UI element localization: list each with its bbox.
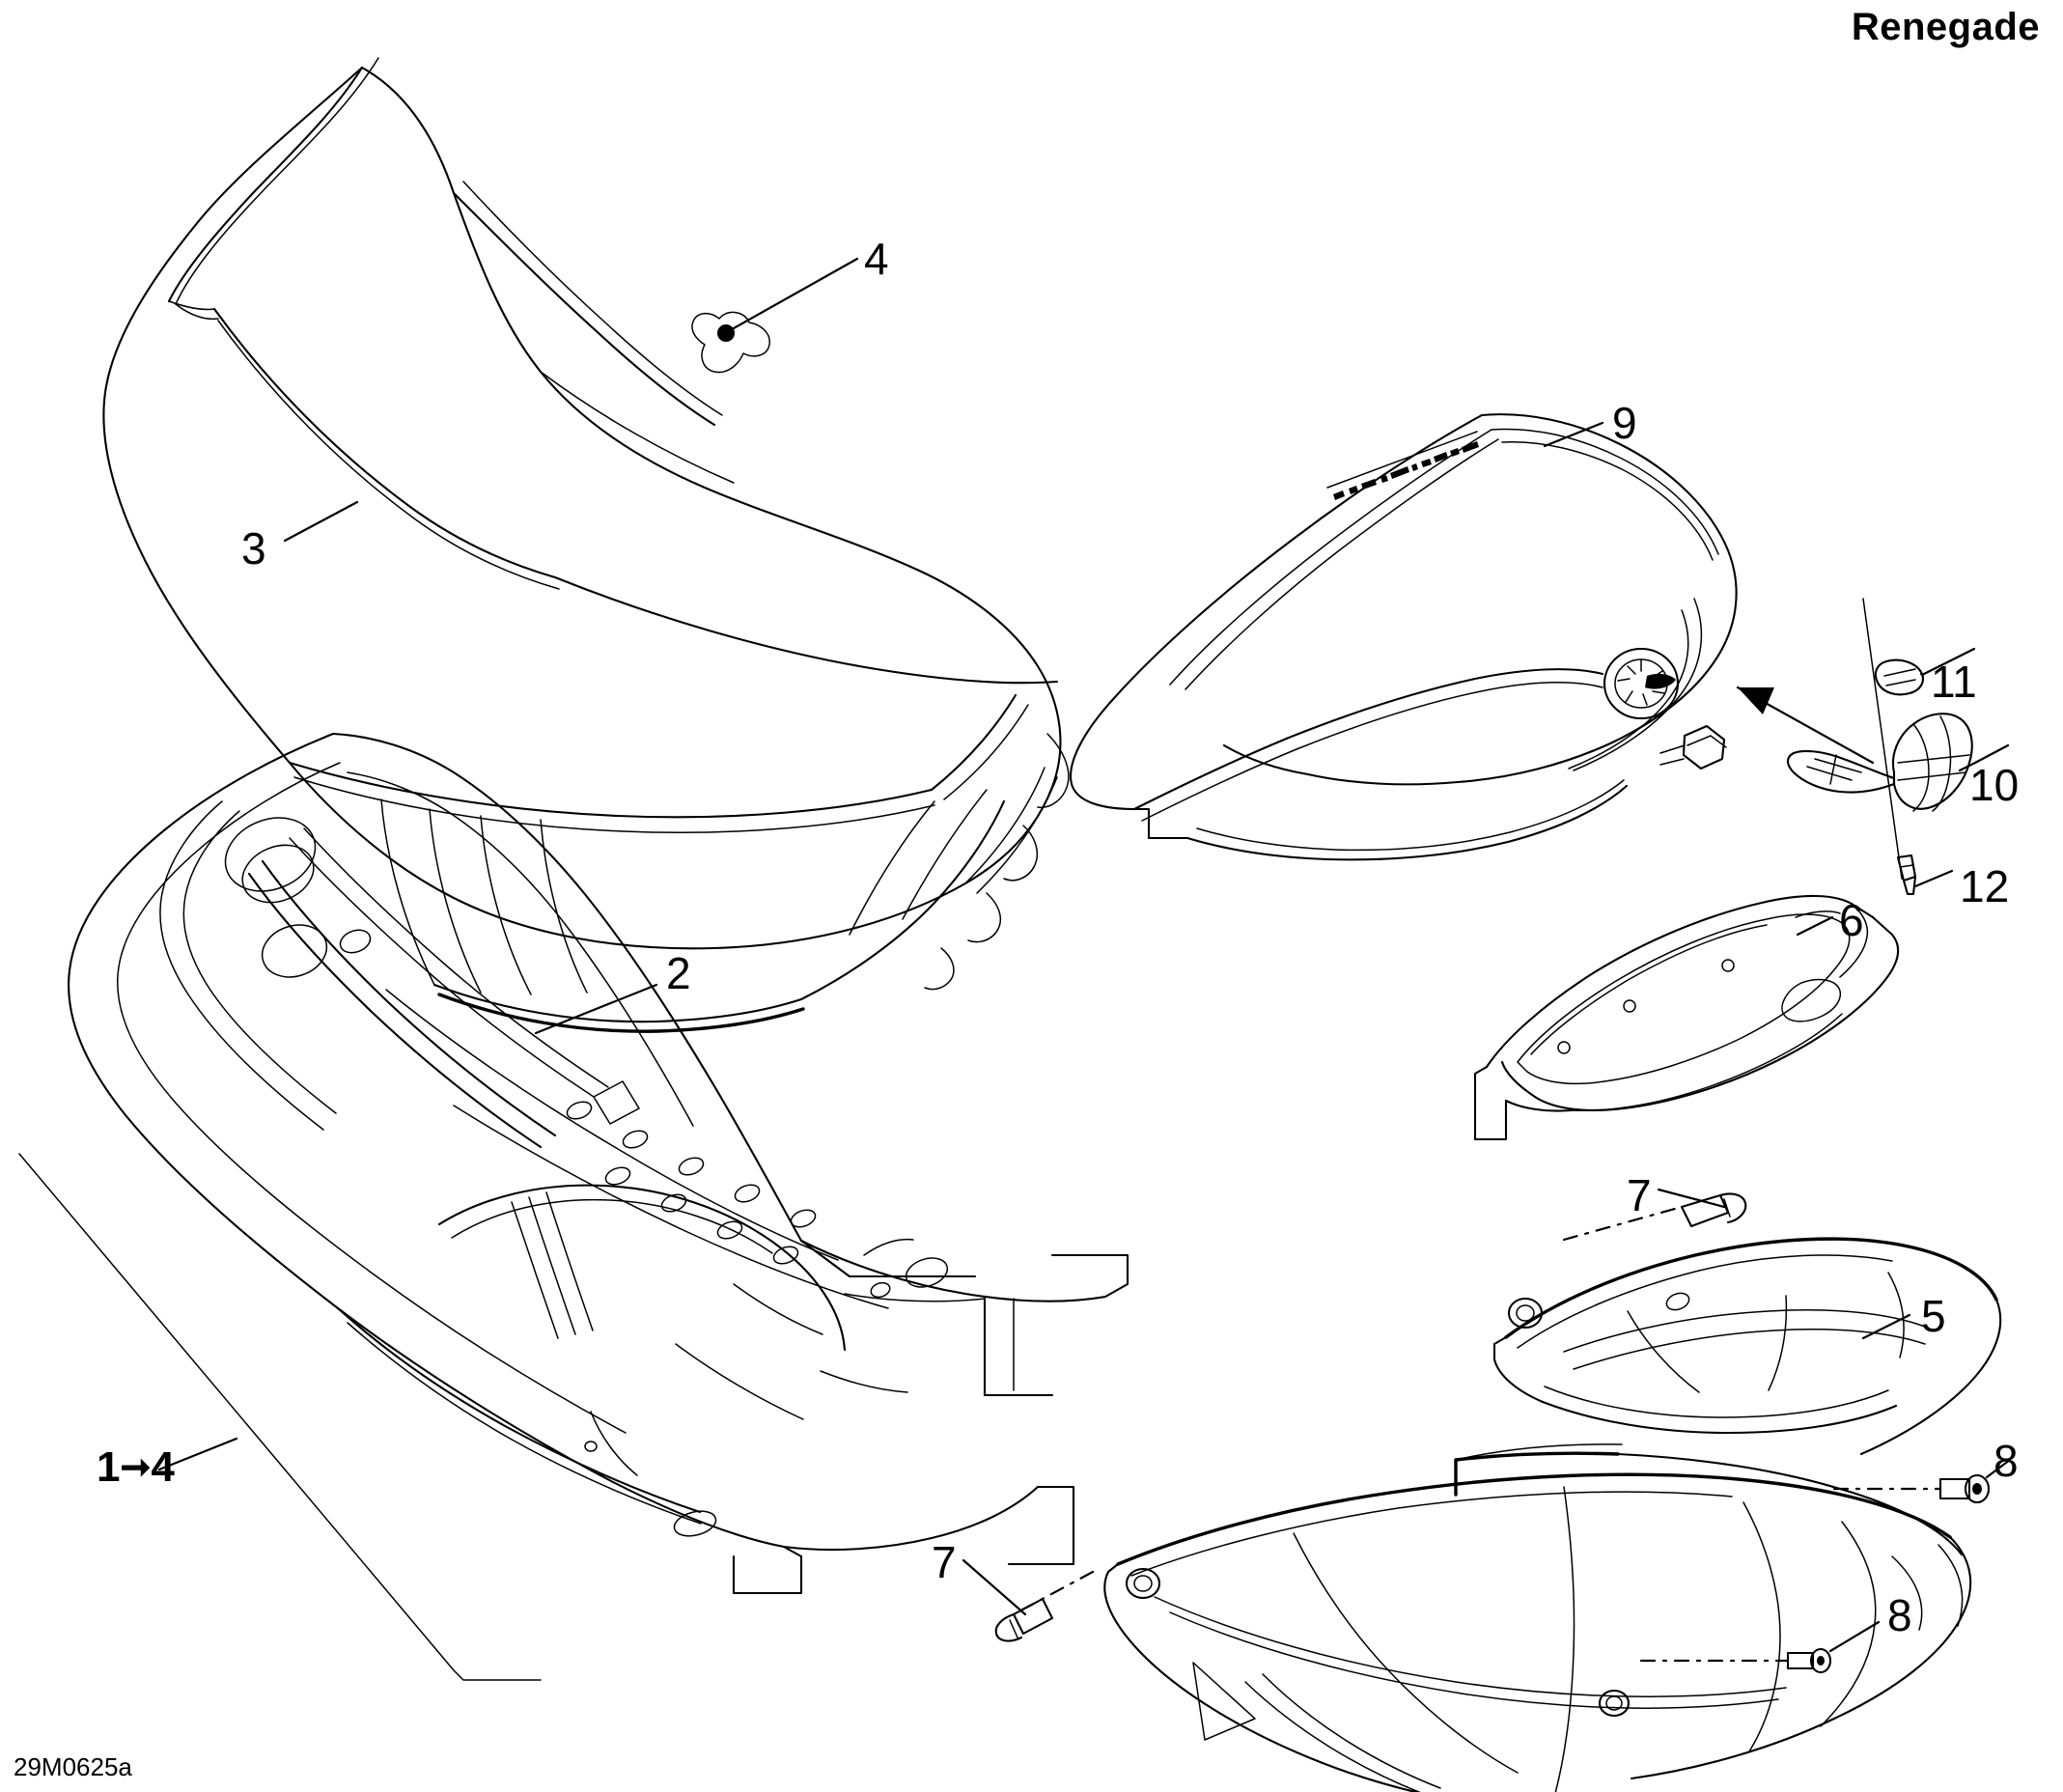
callout-8-upper: 8 xyxy=(1993,1436,2019,1486)
part-storage-tray xyxy=(1473,894,1900,1141)
leader-11 xyxy=(1922,647,1976,676)
leader-7-upper xyxy=(1657,1188,1726,1209)
callout-11: 11 xyxy=(1931,657,1977,707)
callout-range-end: 4 xyxy=(151,1443,175,1491)
part-side-panel xyxy=(1103,1237,2002,1792)
fastener-7-upper xyxy=(1562,1192,1747,1242)
part-seat xyxy=(102,57,1070,1033)
callout-9: 9 xyxy=(1612,398,1637,448)
leader-3 xyxy=(283,500,359,543)
fastener-7-lower xyxy=(994,1570,1095,1642)
right-arrow-icon: ➞ xyxy=(120,1447,152,1488)
page-title: Renegade xyxy=(1851,6,2040,48)
hood-decal xyxy=(1326,431,1479,500)
leader-8-lower xyxy=(1828,1620,1881,1653)
callout-7-lower: 7 xyxy=(932,1537,957,1587)
leader-9 xyxy=(1543,421,1604,448)
leader-2 xyxy=(534,983,658,1035)
leader-10-a xyxy=(1973,743,2010,765)
part-hardware-stack xyxy=(1786,598,1973,896)
callout-range-start: 1 xyxy=(97,1443,121,1491)
part-console xyxy=(68,732,1129,1595)
callout-12: 12 xyxy=(1960,861,2010,911)
fastener-8-upper xyxy=(1832,1473,1991,1504)
callout-1-to-4: 1➞4 xyxy=(97,1446,175,1489)
leader-5 xyxy=(1861,1313,1911,1340)
leader-8-upper xyxy=(1985,1458,2012,1479)
callout-10: 10 xyxy=(1969,760,2020,810)
callout-7-upper: 7 xyxy=(1627,1170,1652,1220)
drawing-code: 29M0625a xyxy=(14,1752,132,1781)
leader-7-lower xyxy=(962,1558,1027,1616)
leader-1-4 xyxy=(157,1437,238,1471)
callout-6: 6 xyxy=(1839,895,1864,945)
group-bracket xyxy=(18,1153,542,1681)
leader-6 xyxy=(1796,915,1834,937)
leader-4 xyxy=(732,257,859,330)
callout-3: 3 xyxy=(241,523,266,574)
callout-5: 5 xyxy=(1921,1291,1946,1341)
callout-2: 2 xyxy=(666,948,691,998)
callout-8-lower: 8 xyxy=(1887,1590,1912,1640)
leader-12 xyxy=(1913,869,1954,888)
part-hood xyxy=(1070,413,1738,861)
leader-11-stub xyxy=(1919,672,1925,678)
fastener-8-lower xyxy=(1639,1647,1832,1674)
callout-4: 4 xyxy=(864,234,889,284)
latch-arrow xyxy=(1736,686,1875,765)
leader-10-b xyxy=(1958,761,1977,772)
